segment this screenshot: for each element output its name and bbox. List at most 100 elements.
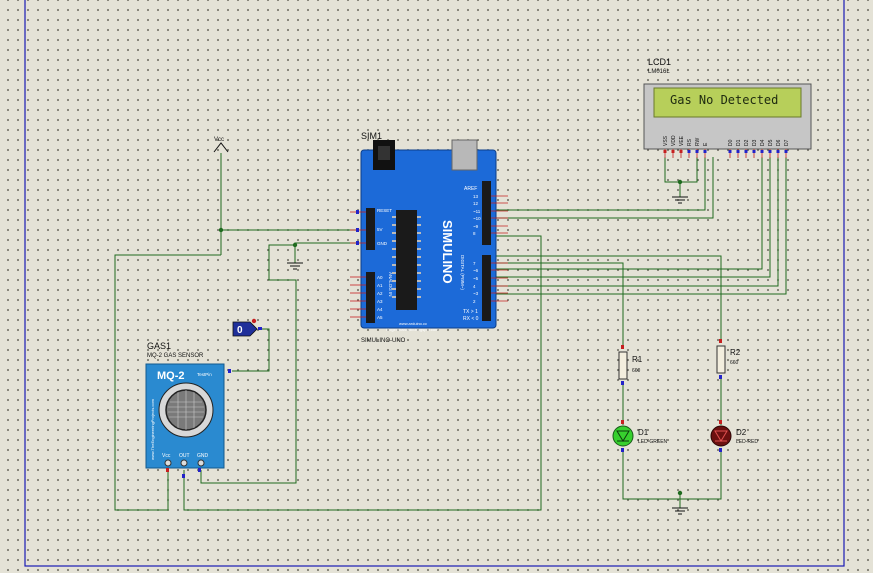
pin-marker bbox=[728, 150, 732, 153]
lcd-pin-label: D6 bbox=[776, 139, 782, 146]
gas-test-pin: TestPin bbox=[197, 372, 212, 377]
arduino-digital-pin-label: ~5 bbox=[473, 276, 479, 281]
logic-state-probe[interactable]: 0 bbox=[232, 318, 262, 337]
arduino-digital-pin-label: ~10 bbox=[473, 216, 481, 221]
d1-ref: D1 bbox=[638, 428, 649, 437]
ground-symbol[interactable] bbox=[672, 507, 688, 515]
r1-value: 660 bbox=[632, 368, 641, 374]
arduino-digital-pin-label: ~6 bbox=[473, 268, 479, 273]
gas-part: MQ-2 GAS SENSOR bbox=[147, 353, 204, 359]
wires bbox=[114, 153, 787, 511]
r1-ref: R1 bbox=[632, 355, 643, 364]
arduino-analog-pin-label: A3 bbox=[377, 299, 383, 304]
arduino-digital-pin-label: 8 bbox=[473, 231, 476, 236]
arduino-analog-pin-label: A1 bbox=[377, 283, 383, 288]
pin-marker bbox=[687, 150, 691, 153]
junction-dot bbox=[292, 242, 298, 248]
gas-pin-vcc: Vcc bbox=[162, 453, 171, 459]
gas-sensor[interactable]: GAS1 MQ-2 GAS SENSOR MQ-2 TestPin www.Th… bbox=[145, 341, 231, 478]
arduino-digital-pin-label: ~9 bbox=[473, 224, 479, 229]
r2-ref: R2 bbox=[730, 348, 741, 357]
gas-side-text: www.TheEngineeringProjects.com bbox=[150, 398, 155, 460]
gas-pin-gnd: GND bbox=[197, 453, 209, 459]
junction-dot bbox=[677, 490, 683, 496]
lcd-pin-label: D3 bbox=[752, 139, 758, 146]
wire-lcd-d7 bbox=[496, 157, 787, 295]
vcc-label: Vcc bbox=[214, 137, 224, 143]
pin-marker bbox=[768, 150, 772, 153]
wire-led-red-drive bbox=[496, 255, 722, 340]
arduino-tx-label: TX > 1 bbox=[463, 309, 478, 315]
pin-marker bbox=[776, 150, 780, 153]
arduino-ref: SIM1 bbox=[361, 131, 382, 141]
wire-lcd-rs bbox=[496, 157, 714, 219]
usb-port bbox=[451, 139, 478, 171]
wire-led-ground bbox=[622, 449, 722, 500]
arduino-gnd-label: GND bbox=[377, 241, 388, 246]
pin-marker bbox=[356, 241, 359, 245]
lcd-pin-label: D5 bbox=[768, 139, 774, 146]
junctions bbox=[218, 179, 683, 496]
arduino-analog-pin-label: A4 bbox=[377, 307, 383, 312]
pin-marker bbox=[679, 150, 683, 153]
pin-marker bbox=[671, 150, 675, 153]
logic-state-value: 0 bbox=[237, 325, 243, 336]
pin-marker bbox=[760, 150, 764, 153]
lcd-part: LM016L bbox=[648, 69, 670, 75]
r2-value: 660 bbox=[730, 360, 739, 366]
lcd-pin-label: D7 bbox=[784, 139, 790, 146]
ground-symbol[interactable] bbox=[672, 196, 688, 204]
arduino-board[interactable]: SIM1 SIMULINO AREF DIGITAL (PWM~) ANALOG… bbox=[350, 131, 508, 344]
junction-dot bbox=[677, 179, 683, 185]
power-header bbox=[366, 208, 375, 250]
arduino-analog-label: ANALOG IN bbox=[388, 272, 393, 297]
arduino-digital-pin-label: 7 bbox=[473, 261, 476, 266]
resistor-r1[interactable]: R1 660 bbox=[618, 345, 643, 385]
led-d2-red[interactable]: D2 LED-RED bbox=[710, 420, 758, 452]
lcd-ref: LCD1 bbox=[648, 57, 671, 67]
wire-logic-state bbox=[232, 328, 270, 372]
pin-marker bbox=[752, 150, 756, 153]
wire-gnd-to-sensor bbox=[200, 244, 297, 484]
arduino-part: SIMULINO-UNO bbox=[361, 338, 406, 344]
wire-lcd-gnd bbox=[664, 157, 698, 183]
wire-arduino-gnd bbox=[294, 242, 359, 263]
pin-marker bbox=[703, 150, 707, 153]
lcd-pin-label: D1 bbox=[736, 139, 742, 146]
ground-symbol[interactable] bbox=[287, 262, 303, 270]
arduino-url2: blogembarcado.blogspot.com bbox=[386, 327, 439, 332]
vcc-power-terminal[interactable]: Vcc bbox=[213, 137, 229, 153]
lcd-pin-label: D0 bbox=[728, 139, 734, 146]
lcd-pin-label: RW bbox=[695, 137, 701, 146]
arduino-digital-pin-label: 2 bbox=[473, 299, 476, 304]
arduino-digital-pin-label: 13 bbox=[473, 194, 479, 199]
lcd-pin-label: VSS bbox=[663, 135, 669, 146]
gas-pin-out: OUT bbox=[179, 453, 190, 459]
gas-ref: GAS1 bbox=[147, 341, 171, 351]
arduino-digital-pin-label: 4 bbox=[473, 284, 476, 289]
sheet-border bbox=[24, 0, 845, 567]
pin-marker bbox=[663, 150, 667, 153]
arduino-digital-label: DIGITAL (PWM~) bbox=[460, 255, 465, 290]
pin-marker bbox=[356, 210, 359, 214]
pin-marker bbox=[695, 150, 699, 153]
lcd-text: Gas No Detected bbox=[670, 93, 778, 107]
digital-header-bottom bbox=[482, 255, 491, 321]
gas-title: MQ-2 bbox=[157, 370, 185, 382]
d2-ref: D2 bbox=[736, 428, 747, 437]
resistor-r2[interactable]: R2 660 bbox=[716, 339, 741, 379]
pin-marker bbox=[744, 150, 748, 153]
arduino-brand: SIMULINO bbox=[440, 220, 455, 284]
d2-part: LED-RED bbox=[736, 439, 758, 445]
wire-vcc-to-sensor bbox=[114, 254, 221, 511]
d1-part: LED-GREEN bbox=[638, 439, 668, 445]
wire-sensor-out bbox=[183, 235, 542, 511]
pin-marker bbox=[784, 150, 788, 153]
led-d1-green[interactable]: D1 LED-GREEN bbox=[612, 420, 668, 452]
analog-header bbox=[366, 272, 375, 323]
wire-lcd-d4 bbox=[496, 157, 763, 270]
